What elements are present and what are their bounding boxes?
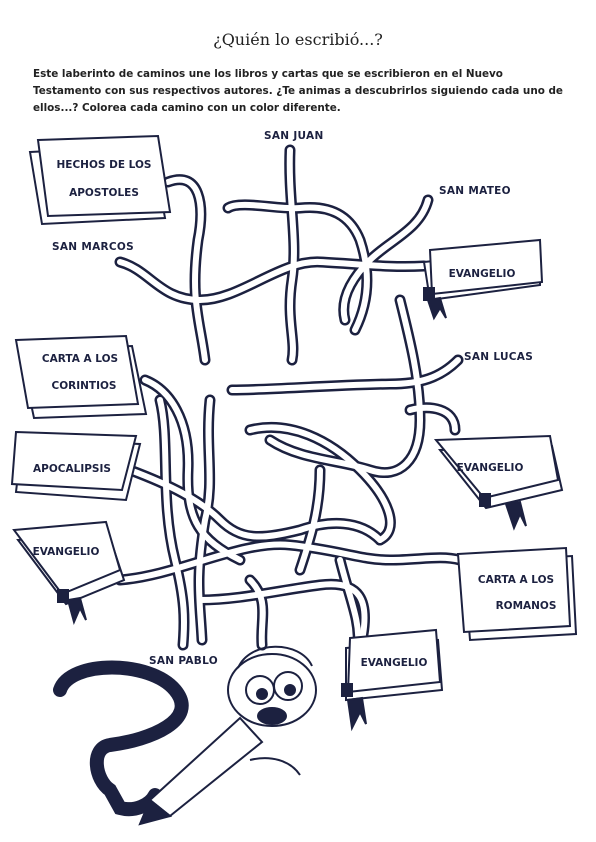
romanos-title-line2: ROMANOS: [496, 600, 557, 612]
instructions-text: Este laberinto de caminos une los libros…: [33, 68, 563, 114]
evangelio-top-right-title: EVANGELIO: [449, 268, 516, 280]
card-hechos: [28, 134, 172, 226]
corintios-title-line2: CORINTIOS: [52, 380, 117, 392]
hechos-title-line1: HECHOS DE LOS: [57, 159, 152, 171]
card-romanos: [456, 546, 578, 642]
corintios-title-line1: CARTA A LOS: [42, 353, 118, 365]
author-san-mateo: SAN MATEO: [439, 185, 511, 197]
evangelio-mid-right-title: EVANGELIO: [457, 462, 524, 474]
book-evangelio-top-right: [422, 238, 544, 321]
evangelio-bottom-title: EVANGELIO: [361, 657, 428, 669]
author-san-lucas: SAN LUCAS: [464, 351, 534, 363]
apocalipsis-title: APOCALIPSIS: [33, 463, 111, 475]
card-apocalipsis: [10, 430, 142, 502]
romanos-title-line1: CARTA A LOS: [478, 574, 554, 586]
question-mark-icon: [53, 660, 189, 817]
pencil-character-icon: [138, 645, 317, 826]
book-evangelio-left: [12, 520, 126, 626]
card-corintios: [14, 334, 148, 420]
maze-paths[interactable]: [114, 144, 466, 651]
hechos-title-line2: APOSTOLES: [69, 187, 139, 199]
book-evangelio-mid-right: [433, 434, 564, 531]
author-san-marcos: SAN MARCOS: [52, 241, 134, 253]
author-san-juan: SAN JUAN: [264, 130, 324, 142]
evangelio-left-title: EVANGELIO: [33, 546, 100, 558]
book-evangelio-bottom: [341, 628, 444, 732]
page-title: ¿Quién lo escribió...?: [213, 30, 383, 49]
author-san-pablo: SAN PABLO: [149, 655, 218, 667]
